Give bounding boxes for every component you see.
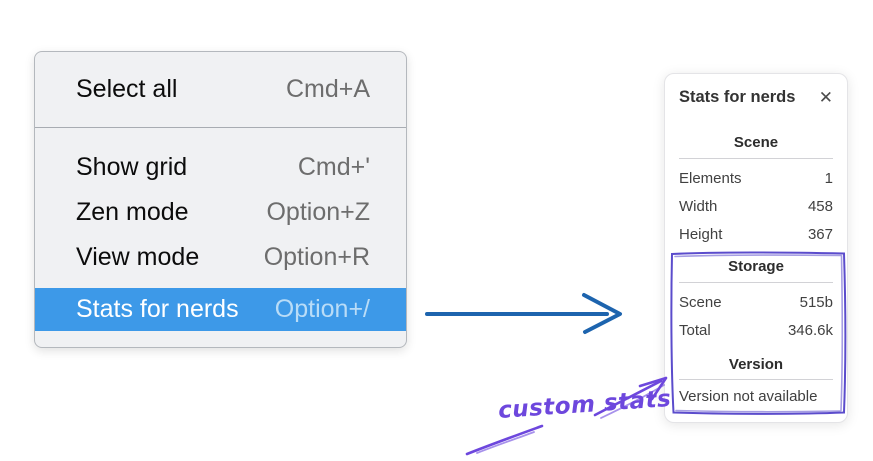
stats-panel-title: Stats for nerds	[679, 87, 796, 106]
section-heading-storage: Storage	[728, 258, 784, 275]
menu-item-shortcut: Option+/	[274, 295, 370, 323]
stat-value: 1	[824, 169, 833, 187]
menu-group: Show grid Cmd+' Zen mode Option+Z View m…	[35, 128, 406, 331]
stat-value: 367	[807, 225, 833, 243]
annotation-arrow-tail-doubled	[476, 431, 535, 454]
stat-value: 458	[807, 197, 833, 215]
stat-label: Elements	[679, 169, 742, 187]
menu-item-shortcut: Cmd+A	[285, 75, 370, 103]
stat-row-scene-size: Scene 515b	[679, 288, 833, 316]
pointer-arrow	[425, 293, 622, 334]
custom-stats-annotation: custom stats	[497, 385, 673, 425]
stat-label: Total	[679, 321, 711, 339]
stat-label: Scene	[679, 293, 722, 311]
section-heading-scene: Scene	[733, 134, 779, 151]
menu-item-shortcut: Option+R	[263, 243, 370, 271]
stat-label: Width	[679, 197, 718, 215]
stat-label: Height	[679, 225, 723, 243]
menu-divider	[35, 127, 406, 128]
scene-rows: Elements 1 Width 458 Height 367	[679, 164, 833, 248]
close-icon[interactable]: ✕	[818, 87, 833, 107]
annotation-arrow-tail	[465, 424, 544, 456]
menu-item-stats-for-nerds[interactable]: Stats for nerds Option+/	[35, 288, 406, 331]
stat-row-height: Height 367	[679, 220, 833, 248]
menu-item-select-all[interactable]: Select all Cmd+A	[35, 52, 406, 127]
menu-item-shortcut: Cmd+'	[297, 153, 370, 181]
menu-item-show-grid[interactable]: Show grid Cmd+'	[35, 145, 406, 190]
divider	[679, 158, 833, 159]
menu-item-shortcut: Option+Z	[266, 198, 370, 226]
menu-item-label: Stats for nerds	[76, 295, 239, 323]
stat-value: 346.6k	[787, 321, 833, 339]
section-heading-version: Version	[728, 356, 784, 373]
stats-panel-header: Stats for nerds ✕	[679, 86, 833, 108]
menu-item-label: Show grid	[76, 153, 188, 181]
divider	[679, 379, 833, 380]
version-note: Version not available	[679, 388, 818, 405]
menu-item-label: Select all	[76, 75, 178, 103]
menu-item-label: View mode	[76, 243, 200, 271]
menu-item-label: Zen mode	[76, 198, 189, 226]
storage-rows: Scene 515b Total 346.6k	[679, 288, 833, 344]
stat-row-elements: Elements 1	[679, 164, 833, 192]
stat-row-width: Width 458	[679, 192, 833, 220]
divider	[679, 282, 833, 283]
pointer-arrow-head	[582, 293, 622, 334]
menu-item-zen-mode[interactable]: Zen mode Option+Z	[35, 190, 406, 235]
stats-panel: Stats for nerds ✕ Scene Elements 1 Width…	[664, 73, 848, 423]
stat-row-total-size: Total 346.6k	[679, 316, 833, 344]
context-menu: Select all Cmd+A Show grid Cmd+' Zen mod…	[34, 51, 407, 348]
stat-value: 515b	[799, 293, 833, 311]
menu-item-view-mode[interactable]: View mode Option+R	[35, 235, 406, 280]
